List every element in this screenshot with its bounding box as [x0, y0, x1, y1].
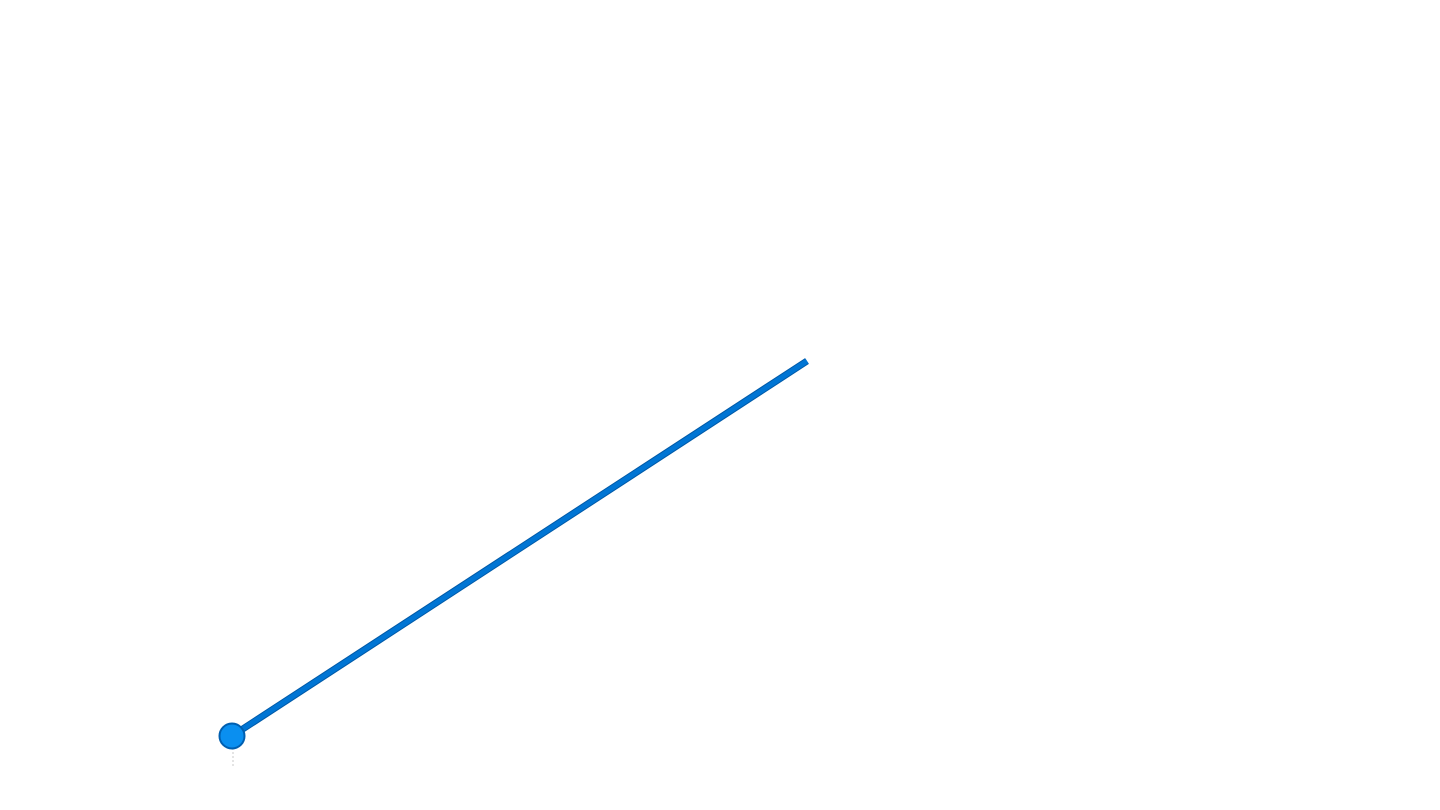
- connector-line[interactable]: [230, 358, 809, 739]
- connector-start-handle[interactable]: [218, 722, 246, 750]
